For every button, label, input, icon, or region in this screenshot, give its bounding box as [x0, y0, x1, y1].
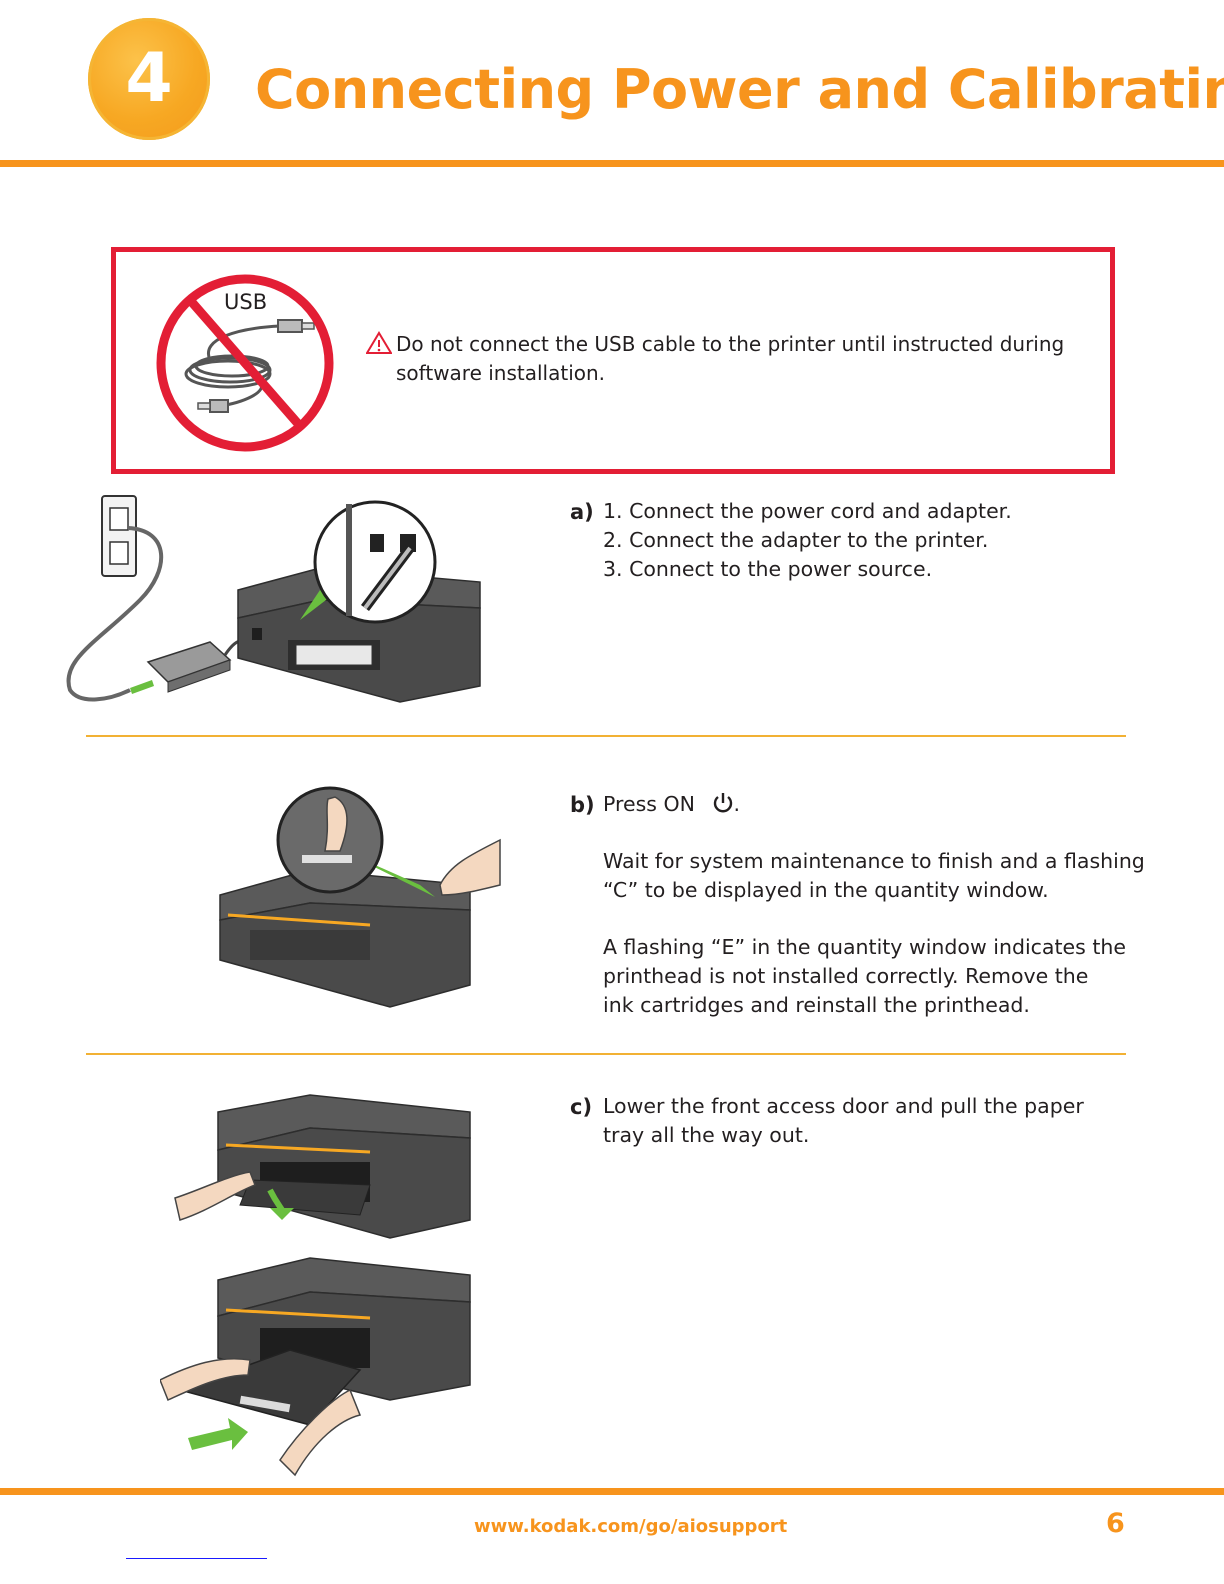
step-b-press-on: Press ON .	[603, 792, 741, 816]
usb-warning-text: Do not connect the USB cable to the prin…	[396, 332, 1065, 385]
lower-door-illustration	[174, 1094, 471, 1239]
step-number-badge	[88, 18, 210, 140]
usb-warning-box	[111, 247, 1115, 474]
step-c-label: c)	[570, 1095, 593, 1119]
page-title: Connecting Power and Calibrating	[255, 58, 1224, 121]
step-number: 4	[125, 39, 173, 118]
warning-triangle-icon	[366, 331, 392, 354]
step-a-instructions: 1. Connect the power cord and adapter. 2…	[603, 497, 1012, 584]
support-url-link[interactable]: www.kodak.com/go/aiosupport	[474, 1516, 788, 1537]
header-divider	[0, 160, 1224, 167]
step-b-label: b)	[570, 793, 595, 817]
no-usb-illustration	[156, 274, 334, 452]
power-icon	[714, 793, 733, 813]
footer-divider	[0, 1488, 1224, 1495]
bottom-rule	[126, 1558, 267, 1559]
power-connection-illustration	[66, 495, 481, 703]
section-divider	[86, 735, 1126, 737]
list-item: 2. Connect the adapter to the printer.	[603, 528, 989, 552]
page-number: 6	[1106, 1508, 1125, 1539]
usb-label: USB	[224, 290, 268, 314]
press-on-illustration	[219, 786, 501, 1008]
step-a-label: a)	[570, 500, 594, 524]
list-item: 1. Connect the power cord and adapter.	[603, 499, 1012, 523]
step-b-error-text: A flashing “E” in the quantity window in…	[603, 935, 1126, 1017]
step-c-instructions: Lower the front access door and pull the…	[603, 1094, 1084, 1147]
list-item: 3. Connect to the power source.	[603, 557, 933, 581]
pull-tray-illustration	[160, 1257, 471, 1477]
section-divider	[86, 1053, 1126, 1055]
step-b-maintenance-text: Wait for system maintenance to finish an…	[603, 849, 1145, 902]
